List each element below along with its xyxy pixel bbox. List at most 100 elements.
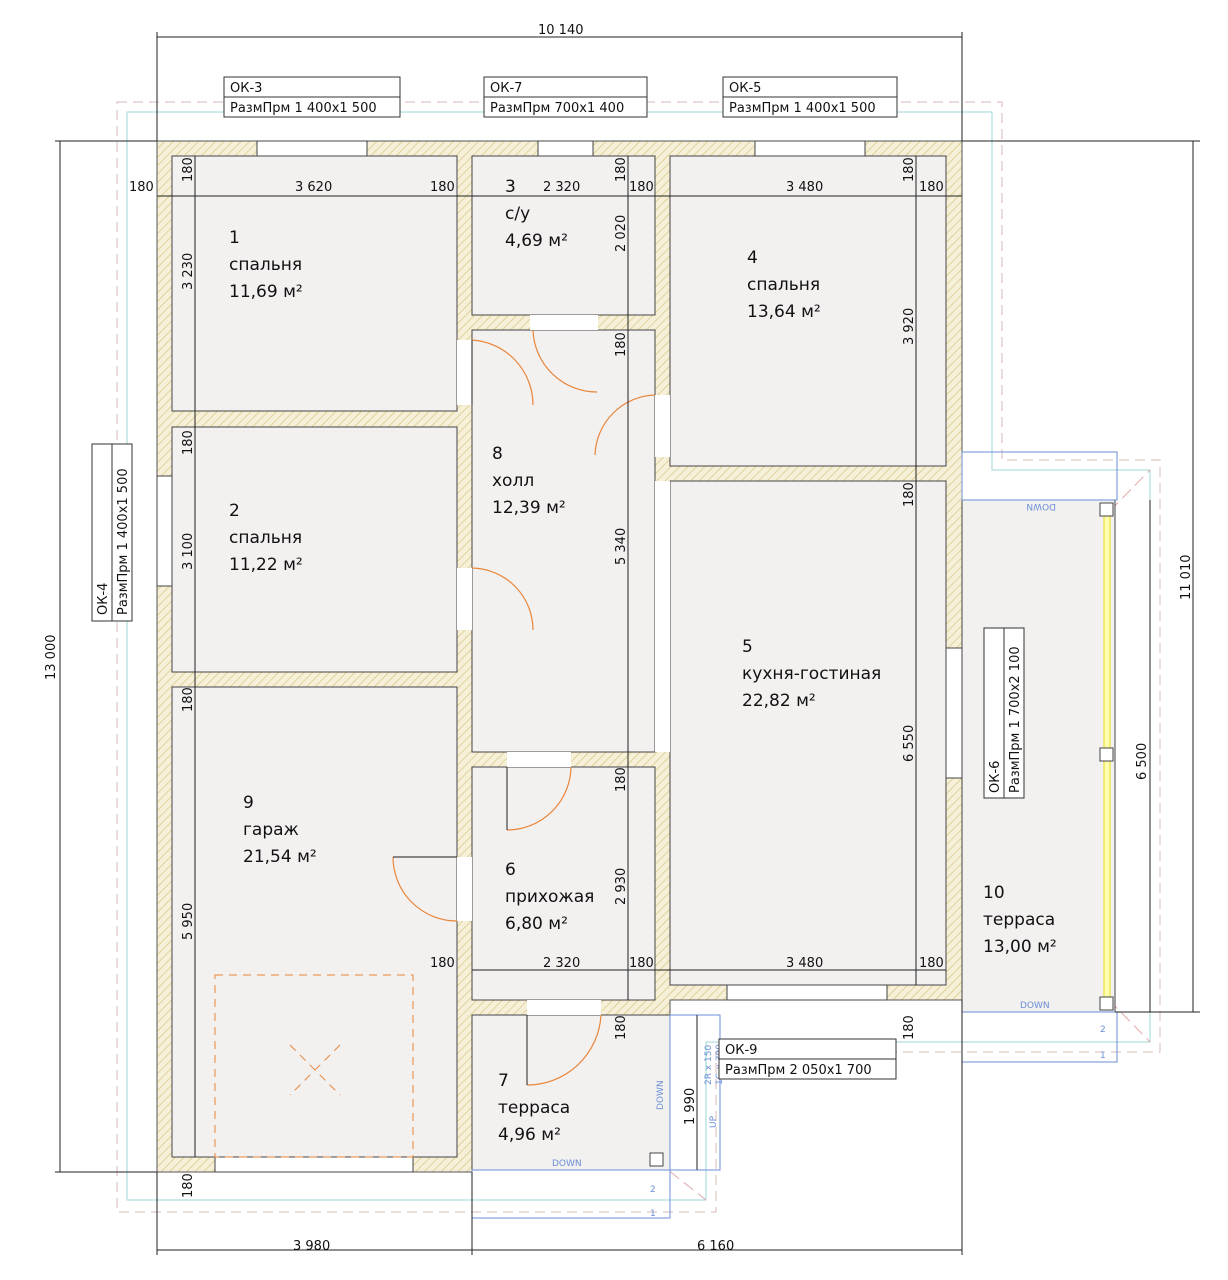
- window-tag-size: РазмПрм 700х1 400: [490, 101, 624, 116]
- stair-down-label: DOWN: [552, 1159, 582, 1169]
- parking-mark: [214, 974, 414, 1158]
- room-num: 4: [747, 248, 758, 268]
- room-6[interactable]: [471, 766, 656, 1001]
- room-num: 6: [505, 860, 516, 880]
- dim-bottom-right: 6 160: [697, 1239, 734, 1254]
- window-tag-id: ОК-5: [729, 81, 761, 96]
- dim-wall: 180: [629, 956, 654, 971]
- dim-wall: 180: [181, 1173, 196, 1198]
- room-9[interactable]: [171, 686, 458, 1158]
- dim-bottom-left: 3 980: [293, 1239, 330, 1254]
- dim-wall: 180: [430, 180, 455, 195]
- dim-wall: 180: [181, 687, 196, 712]
- room-num: 8: [492, 444, 503, 464]
- room-4[interactable]: [669, 155, 947, 467]
- room-num: 2: [229, 501, 240, 521]
- room-5[interactable]: [669, 480, 947, 986]
- dim-room-1-width: 3 620: [295, 180, 332, 195]
- stair-step: 2: [1100, 1025, 1106, 1035]
- room-8[interactable]: [471, 329, 656, 753]
- window-tag-size: РазмПрм 1 400х1 500: [230, 101, 377, 116]
- room-area: 6,80 м²: [505, 914, 568, 934]
- dim-room-6-width: 2 320: [543, 956, 580, 971]
- dim-wall: 180: [129, 180, 154, 195]
- dim-wall: 180: [614, 157, 629, 182]
- window-tag-id: ОК-9: [725, 1043, 757, 1058]
- room-name: спальня: [229, 255, 302, 275]
- room-num: 9: [243, 793, 254, 813]
- dim-right-height: 11 010: [1179, 555, 1194, 601]
- stair-down-label: DOWN: [1026, 501, 1056, 511]
- stair-step: 1: [1100, 1051, 1106, 1061]
- room-name: холл: [492, 471, 534, 491]
- dim-room-5-height: 6 550: [902, 725, 917, 762]
- windows: [156, 140, 963, 1173]
- dim-room-5-width: 3 480: [786, 956, 823, 971]
- room-area: 12,39 м²: [492, 498, 566, 518]
- room-name: спальня: [747, 275, 820, 295]
- window-tag-id: ОК-7: [490, 81, 522, 96]
- dim-room-4-width: 3 480: [786, 180, 823, 195]
- room-name: терраса: [498, 1098, 570, 1118]
- room-area: 13,00 м²: [983, 937, 1057, 957]
- dim-room-4-height: 3 920: [902, 308, 917, 345]
- room-name: прихожая: [505, 887, 594, 907]
- terrace-railing: [649, 502, 1114, 1167]
- dim-wall: 180: [181, 430, 196, 455]
- window-tag-size: РазмПрм 1 400х1 500: [116, 468, 131, 615]
- window-tags: [91, 76, 1025, 1080]
- window-tag-size: РазмПрм 1 400х1 500: [729, 101, 876, 116]
- stair-down-label: DOWN: [656, 1080, 666, 1110]
- dim-room-3-width: 2 320: [543, 180, 580, 195]
- dim-wall: 180: [614, 332, 629, 357]
- stair-step: 1: [650, 1209, 656, 1219]
- room-2[interactable]: [171, 426, 458, 673]
- stair-spec: 2R x 150: [704, 1045, 714, 1085]
- dim-room-8-height: 5 340: [614, 528, 629, 565]
- dim-room-9-height: 5 950: [181, 903, 196, 940]
- room-name: гараж: [243, 820, 299, 840]
- room-area: 11,22 м²: [229, 555, 303, 575]
- window-tag-id: ОК-6: [988, 761, 1003, 793]
- dim-wall: 180: [614, 767, 629, 792]
- stair-up-label: UP: [709, 1115, 719, 1128]
- window-tag-size: РазмПрм 1 700х2 100: [1008, 646, 1023, 793]
- dim-total-width: 10 140: [538, 23, 584, 38]
- door-swings: [392, 329, 656, 1086]
- window-tag-id: ОК-4: [96, 583, 111, 615]
- dim-room-1-height: 3 230: [181, 253, 196, 290]
- dim-total-height: 13 000: [44, 635, 59, 681]
- dim-wall: 180: [430, 956, 455, 971]
- room-num: 10: [983, 883, 1005, 903]
- room-name: кухня-гостиная: [742, 664, 881, 684]
- room-area: 21,54 м²: [243, 847, 317, 867]
- dim-wall: 180: [614, 1015, 629, 1040]
- room-num: 7: [498, 1071, 509, 1091]
- room-num: 1: [229, 228, 240, 248]
- dim-room-2-height: 3 100: [181, 533, 196, 570]
- window-tag-id: ОК-3: [230, 81, 262, 96]
- dim-wall: 180: [181, 157, 196, 182]
- room-area: 4,96 м²: [498, 1125, 561, 1145]
- dim-wall: 180: [629, 180, 654, 195]
- room-area: 13,64 м²: [747, 302, 821, 322]
- dimension-lines: [55, 32, 1200, 1255]
- dim-wall: 180: [919, 956, 944, 971]
- stair-step: 2: [650, 1185, 656, 1195]
- room-area: 4,69 м²: [505, 231, 568, 251]
- dim-terrace-length: 6 500: [1135, 743, 1150, 780]
- room-area: 11,69 м²: [229, 282, 303, 302]
- room-7[interactable]: [471, 1014, 671, 1171]
- room-area: 22,82 м²: [742, 691, 816, 711]
- room-name: спальня: [229, 528, 302, 548]
- dim-room-6-height: 2 930: [614, 868, 629, 905]
- window-tag-size: РазмПрм 2 050х1 700: [725, 1063, 872, 1078]
- room-3[interactable]: [471, 155, 656, 316]
- dim-wall: 180: [902, 157, 917, 182]
- dim-stair-length: 1 990: [683, 1088, 698, 1125]
- stair-down-label: DOWN: [1020, 1001, 1050, 1011]
- door-openings: [457, 315, 670, 1015]
- room-name: с/у: [505, 204, 530, 224]
